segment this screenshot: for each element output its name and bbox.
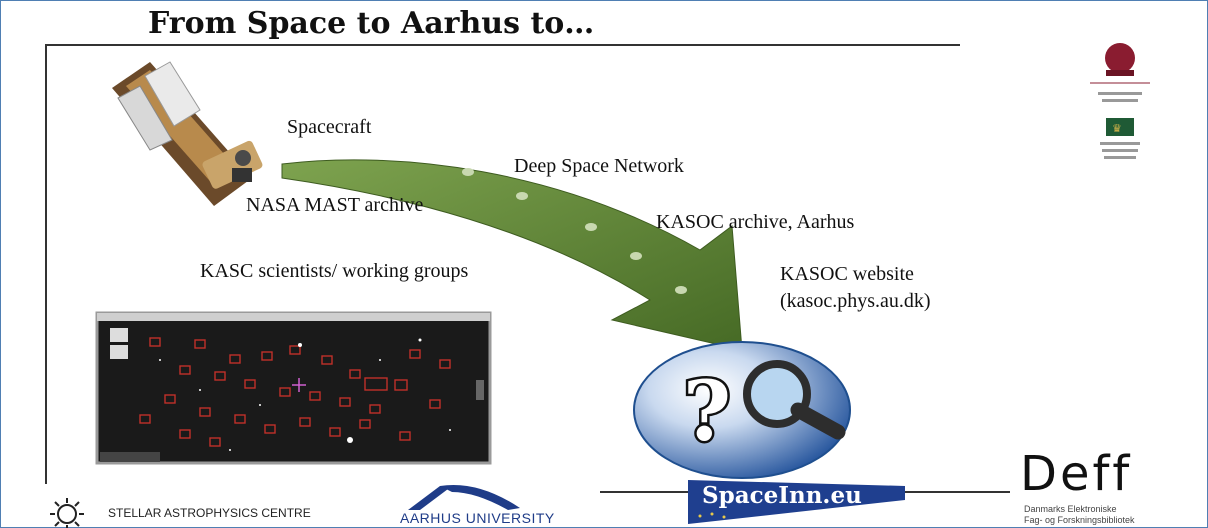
- spaceinn-logo-text: SpaceInn.eu: [702, 482, 862, 509]
- search-question-icon: ?: [633, 341, 851, 479]
- slide-title: From Space to Aarhus to…: [148, 6, 595, 41]
- aarhus-university-logo: [408, 484, 520, 510]
- flow-dot: [675, 286, 687, 294]
- flow-arrow: [281, 159, 743, 351]
- svg-text:♛: ♛: [1112, 122, 1122, 135]
- step-label-spacecraft: Spacecraft: [287, 116, 372, 138]
- svg-text:?: ?: [683, 364, 731, 460]
- flow-dot: [630, 252, 642, 260]
- stellar-astrophysics-centre-logo: [50, 498, 84, 528]
- flow-dots: [462, 168, 687, 294]
- starfield-screenshot: [95, 311, 492, 465]
- flow-dot: [585, 223, 597, 231]
- deff-subtitle-2: Fag- og Forskningsbibliotek: [1024, 515, 1135, 525]
- flow-dot: [516, 192, 528, 200]
- royal-library-logo: ♛: [1100, 118, 1140, 159]
- title-underline: [45, 44, 960, 46]
- au-logo-text: AARHUS UNIVERSITY: [400, 510, 555, 526]
- deff-subtitle-1: Danmarks Elektroniske: [1024, 504, 1117, 514]
- sac-logo-text: STELLAR ASTROPHYSICS CENTRE: [108, 506, 311, 520]
- deff-logo-text: Deff: [1020, 446, 1133, 502]
- step-label-deep-space-network: Deep Space Network: [514, 155, 684, 177]
- copenhagen-university-logo: [1090, 43, 1150, 102]
- step-label-kasoc-url: (kasoc.phys.au.dk): [780, 290, 931, 312]
- step-label-kasoc-archive: KASOC archive, Aarhus: [656, 211, 855, 233]
- left-rule: [45, 44, 47, 484]
- flow-dot: [462, 168, 474, 176]
- spaceinn-logo: [688, 480, 905, 524]
- step-label-kasoc-website: KASOC website: [780, 263, 914, 285]
- step-label-nasa-mast: NASA MAST archive: [246, 194, 424, 216]
- step-label-kasc-scientists: KASC scientists/ working groups: [200, 260, 469, 282]
- spacecraft-image: [112, 61, 263, 206]
